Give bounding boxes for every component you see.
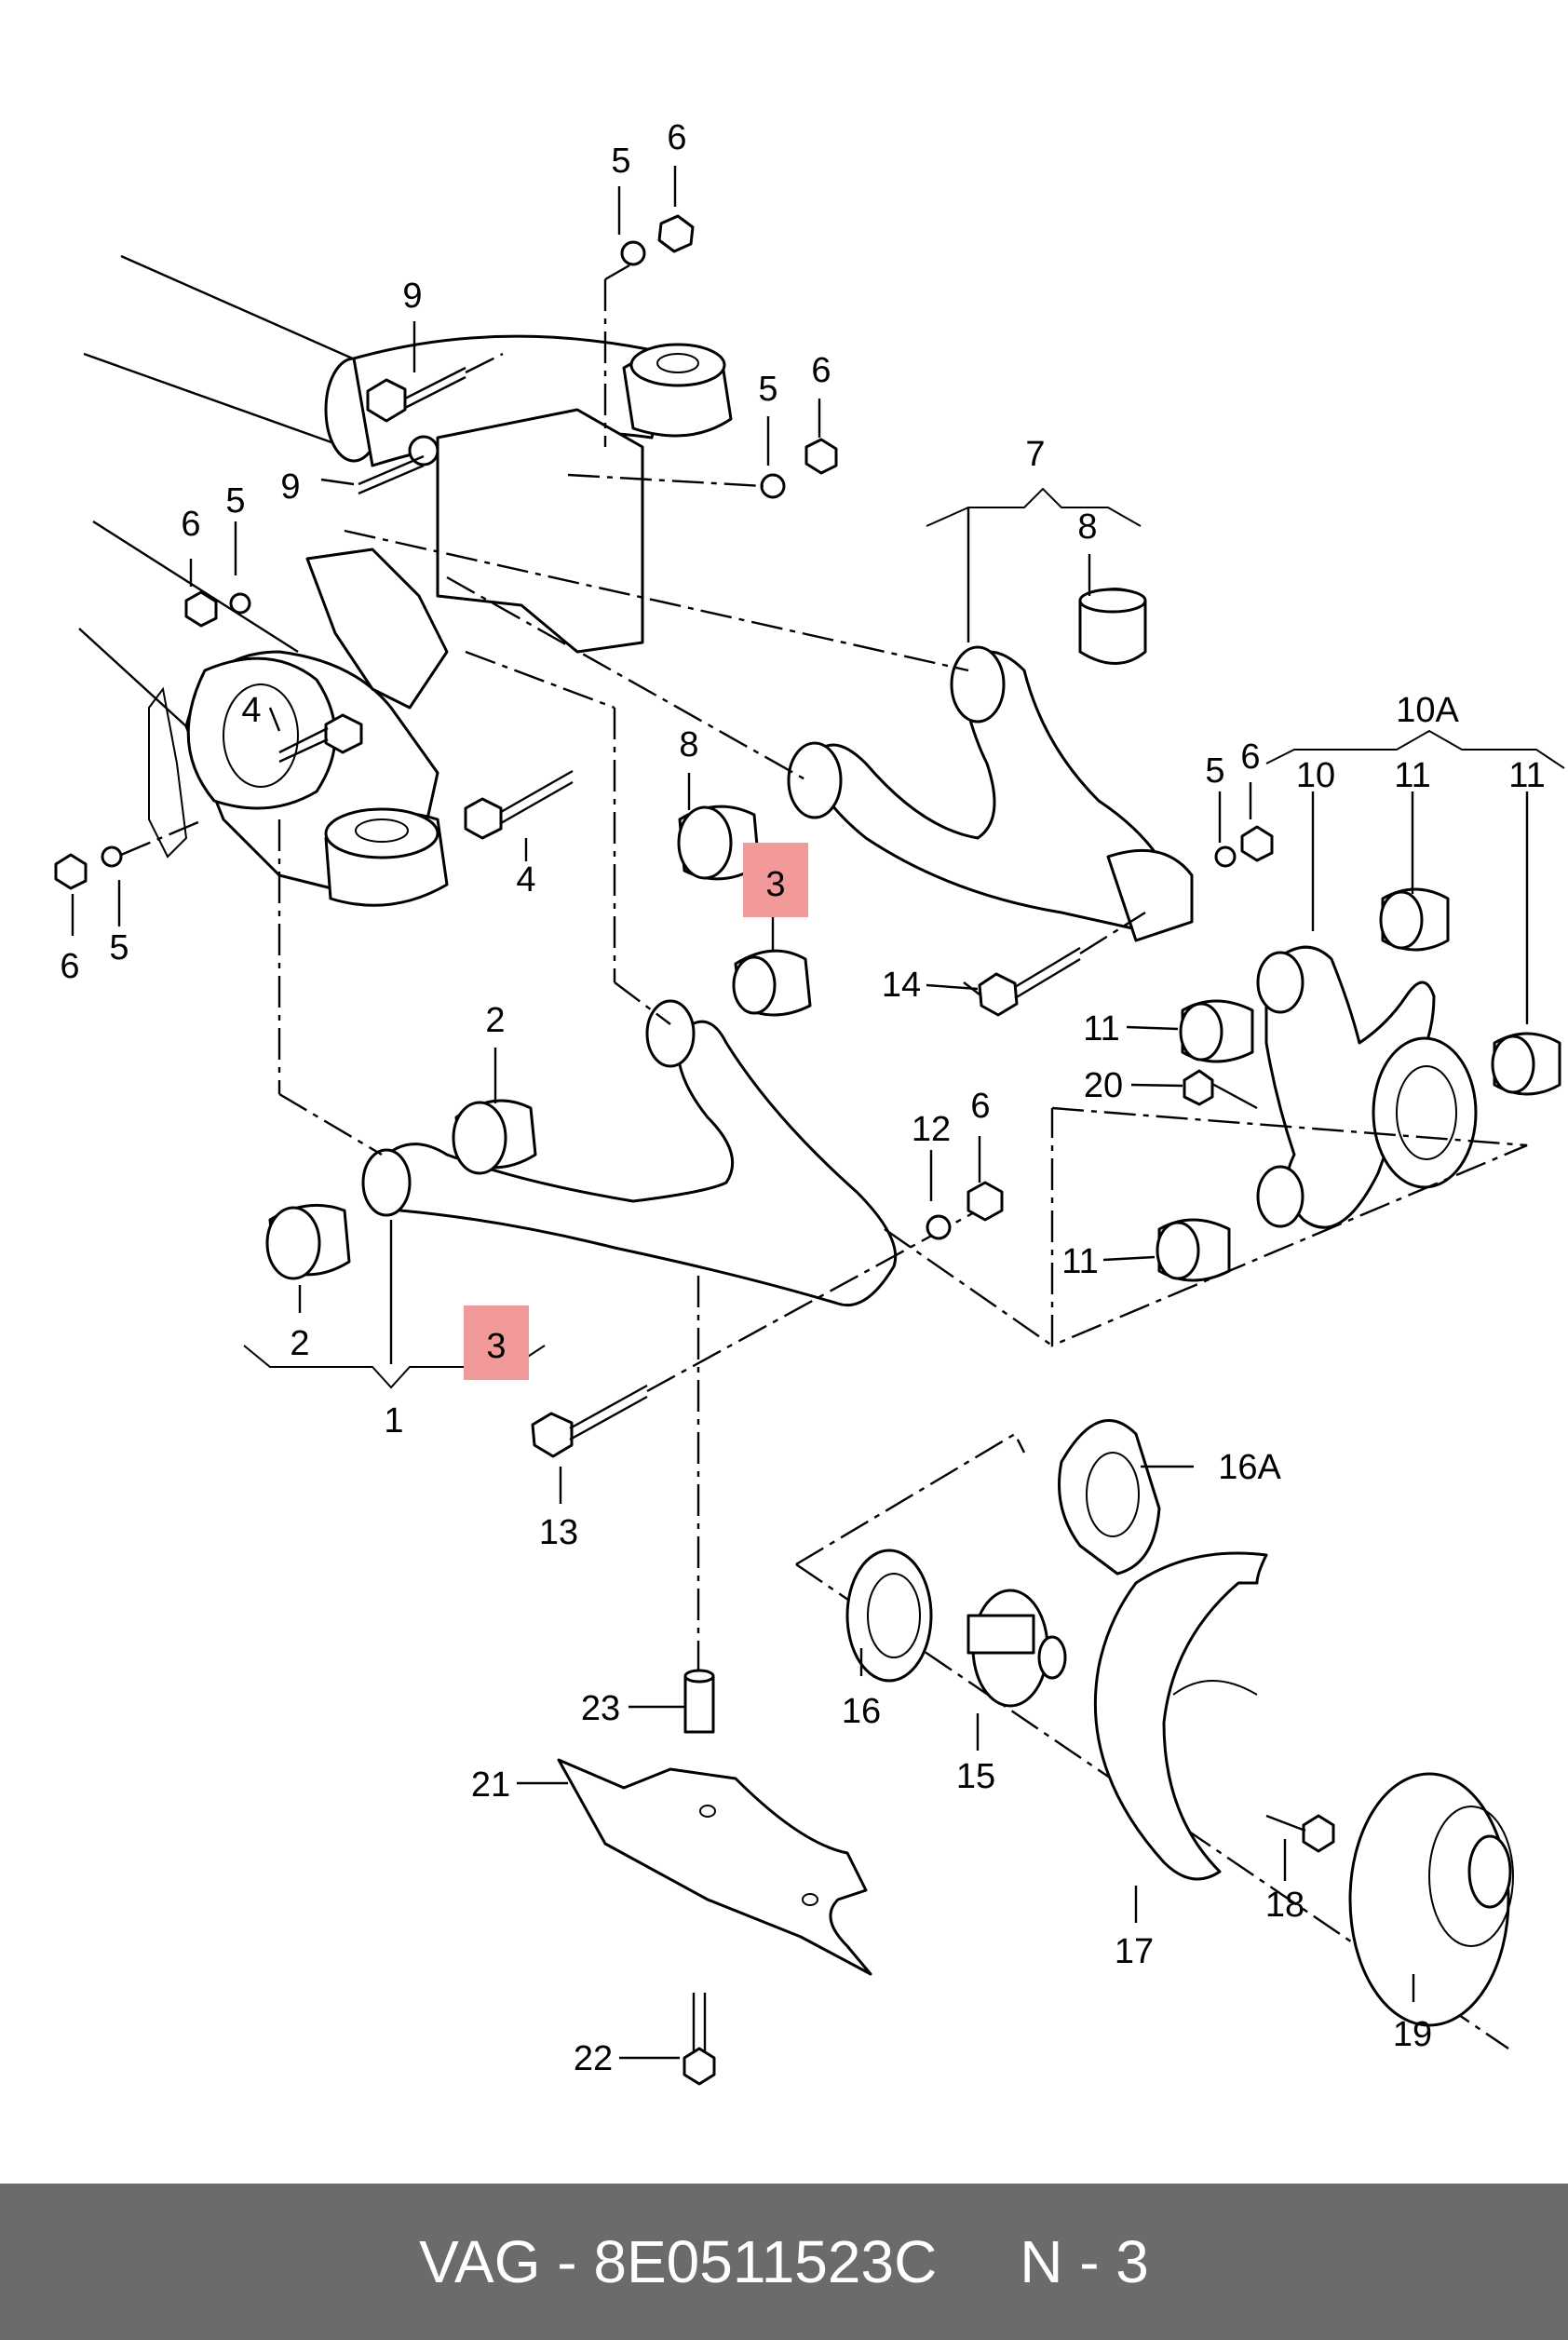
underbody-bracket — [557, 1276, 872, 2086]
callout-label: 9 — [402, 277, 422, 316]
callout-label: 6 — [181, 505, 200, 544]
callout-label: 11 — [1508, 756, 1545, 795]
callout-labels: 5 6 9 5 6 9 6 5 4 4 6 5 7 8 8 3 14 10A 1… — [60, 118, 1545, 2078]
callout-label: 21 — [471, 1765, 510, 1805]
callout-label: 8 — [679, 725, 698, 764]
callout-label: 5 — [109, 928, 128, 967]
callout-label: 22 — [574, 2039, 613, 2078]
callout-label: 11 — [1061, 1242, 1098, 1281]
subframe-drawing — [78, 254, 733, 907]
callout-label: 3 — [765, 865, 785, 904]
callout-label: 10A — [1396, 691, 1459, 730]
callout-label: 6 — [60, 947, 79, 986]
callout-label: 17 — [1115, 1932, 1154, 1971]
callout-label: 16 — [842, 1692, 881, 1731]
hardware-drawing — [54, 214, 838, 890]
callout-label: 15 — [956, 1757, 995, 1796]
callout-label: 5 — [611, 142, 630, 181]
callout-label: 6 — [811, 351, 831, 390]
callout-label: 12 — [912, 1110, 951, 1149]
highlight-box — [743, 843, 808, 917]
callout-label: 5 — [1205, 751, 1224, 791]
callout-label: 7 — [1025, 435, 1045, 474]
callout-label: 2 — [485, 1001, 505, 1040]
callout-label: 9 — [280, 467, 300, 507]
lower-control-arm — [265, 949, 1004, 1458]
callout-label: 20 — [1084, 1066, 1123, 1105]
callout-label: 6 — [1240, 737, 1260, 777]
callout-label: 11 — [1394, 756, 1430, 795]
callout-label: 19 — [1393, 2015, 1432, 2054]
assembly-lines — [277, 529, 1053, 1346]
callout-label: 6 — [970, 1087, 990, 1126]
callout-label: 8 — [1077, 507, 1097, 547]
hub-and-brake — [795, 1418, 1514, 2049]
callout-label: 2 — [290, 1324, 309, 1363]
callout-label: 5 — [225, 481, 245, 521]
part-number-text: VAG - 8E0511523C N - 3 — [419, 2228, 1149, 2295]
highlight-box — [464, 1305, 529, 1380]
wheel-carrier — [1050, 825, 1561, 1347]
callout-label: 11 — [1083, 1009, 1119, 1048]
callout-label: 4 — [516, 860, 535, 899]
callout-label: 14 — [882, 966, 921, 1005]
exploded-suspension-diagram: 5 6 9 5 6 9 6 5 4 4 6 5 7 8 8 3 14 10A 1… — [54, 118, 1565, 2086]
callout-label: 5 — [758, 370, 777, 409]
callout-label: 16A — [1218, 1448, 1281, 1487]
callout-label: 4 — [241, 691, 261, 730]
callout-label: 10 — [1296, 756, 1335, 795]
upper-control-arm — [677, 588, 1194, 1017]
callout-label: 6 — [667, 118, 686, 157]
callout-label: 18 — [1265, 1886, 1304, 1925]
part-number-bar: VAG - 8E0511523C N - 3 — [0, 2184, 1568, 2340]
callout-label: 23 — [581, 1689, 620, 1728]
callout-label: 1 — [384, 1401, 403, 1441]
callout-label: 13 — [539, 1513, 578, 1552]
leader-lines — [71, 166, 1565, 2060]
callout-label: 3 — [486, 1327, 506, 1366]
